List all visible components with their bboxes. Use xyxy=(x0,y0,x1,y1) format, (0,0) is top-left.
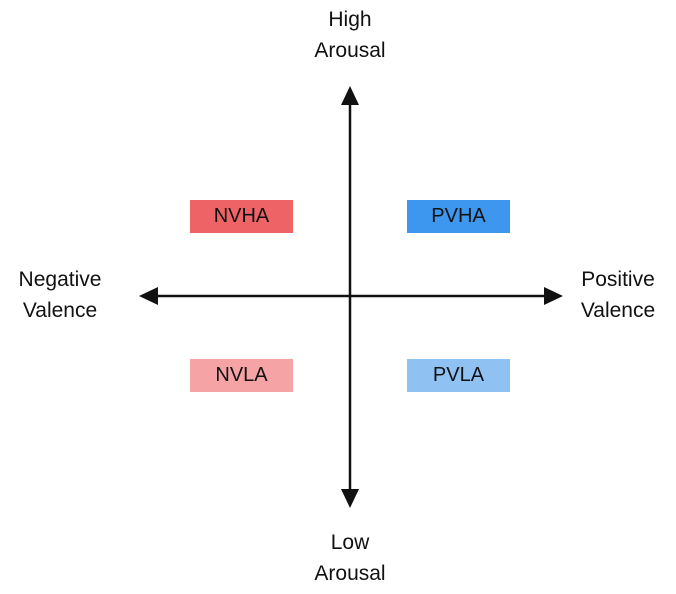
positive-valence-label: Positive Valence xyxy=(560,264,676,326)
arousal-axis-arrow-up xyxy=(341,86,359,105)
valence-axis-arrow-left xyxy=(139,287,158,305)
positive-valence-label-line1: Positive xyxy=(581,268,655,291)
quadrant-nvla: NVLA xyxy=(190,359,293,392)
negative-valence-label-line2: Valence xyxy=(22,299,98,322)
high-arousal-label-line1: High xyxy=(328,8,372,31)
low-arousal-label-line2: Arousal xyxy=(314,562,386,585)
low-arousal-label-line1: Low xyxy=(330,531,370,554)
negative-valence-label: Negative Valence xyxy=(0,264,120,326)
quadrant-nvha: NVHA xyxy=(190,200,293,233)
valence-axis-arrow-right xyxy=(544,287,563,305)
high-arousal-label: High Arousal xyxy=(280,4,420,66)
negative-valence-label-line1: Negative xyxy=(18,268,102,291)
arousal-axis-arrow-down xyxy=(341,489,359,508)
low-arousal-label: Low Arousal xyxy=(280,527,420,589)
quadrant-pvha: PVHA xyxy=(407,200,510,233)
positive-valence-label-line2: Valence xyxy=(580,299,656,322)
quadrant-pvla: PVLA xyxy=(407,359,510,392)
high-arousal-label-line2: Arousal xyxy=(314,39,386,62)
